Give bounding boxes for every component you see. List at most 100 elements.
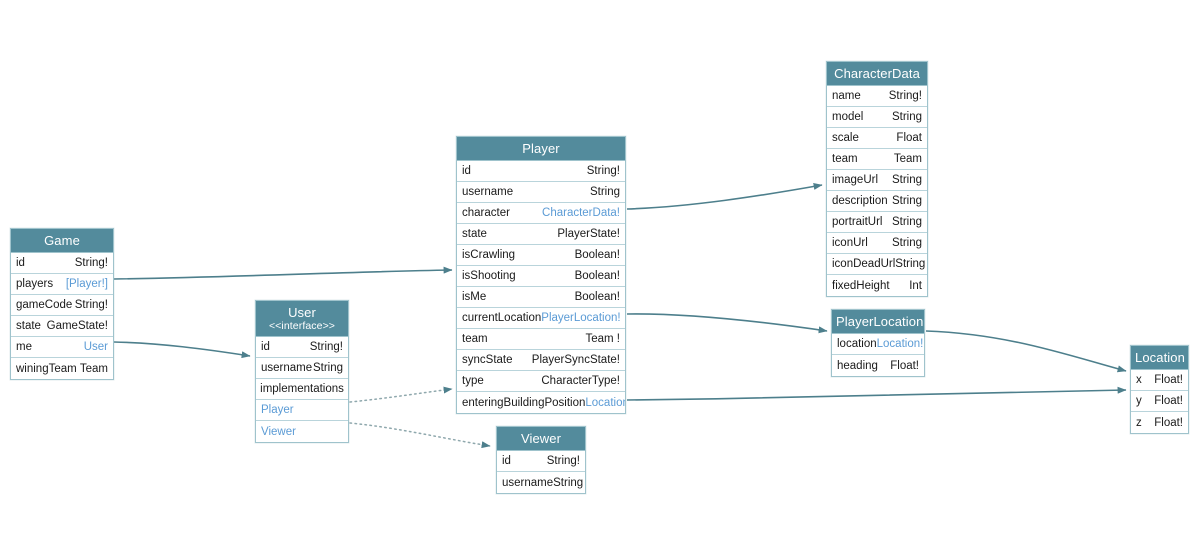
- field-type: String: [553, 476, 584, 489]
- edge-player-enteringbuildingposition-to-location: [626, 386, 1127, 401]
- field-type: Team !: [585, 333, 620, 345]
- table-row[interactable]: fixedHeight Int: [827, 275, 927, 296]
- field-type[interactable]: CharacterData!: [542, 207, 620, 219]
- table-row[interactable]: type CharacterType!: [457, 371, 625, 392]
- table-row[interactable]: name String!: [827, 86, 927, 107]
- table-row[interactable]: imageUrl String: [827, 170, 927, 191]
- field-type: Float!: [890, 359, 919, 372]
- table-row[interactable]: model String: [827, 107, 927, 128]
- table-row[interactable]: enteringBuildingPosition Location: [457, 392, 625, 413]
- entity-player-name: Player: [522, 141, 560, 156]
- field-type[interactable]: User: [83, 341, 108, 353]
- table-row[interactable]: heading Float!: [832, 355, 924, 376]
- table-row[interactable]: id String!: [457, 161, 625, 182]
- table-row[interactable]: currentLocation PlayerLocation!: [457, 308, 625, 329]
- field-type[interactable]: [Player!]: [65, 278, 108, 290]
- field-type: String!: [546, 455, 580, 467]
- field-type: String: [891, 195, 922, 207]
- implementations-label-text: implementations: [260, 383, 344, 395]
- table-row[interactable]: y Float!: [1131, 391, 1188, 412]
- table-row[interactable]: id String!: [497, 451, 585, 472]
- entity-viewer[interactable]: Viewer id String! username String: [496, 426, 586, 494]
- table-row[interactable]: portraitUrl String: [827, 212, 927, 233]
- entity-player[interactable]: Player id String! username String charac…: [456, 136, 626, 414]
- field-name: character: [462, 207, 510, 219]
- table-row[interactable]: username String: [256, 358, 348, 379]
- field-name: id: [502, 455, 511, 467]
- table-row[interactable]: team Team: [827, 149, 927, 170]
- table-row[interactable]: scale Float: [827, 128, 927, 149]
- field-type: String: [589, 186, 620, 198]
- table-row[interactable]: iconDeadUrl String: [827, 254, 927, 275]
- field-type[interactable]: PlayerLocation!: [541, 312, 621, 324]
- field-name: z: [1136, 416, 1142, 429]
- table-row[interactable]: username String: [497, 472, 585, 493]
- field-type: Float!: [1154, 395, 1183, 407]
- table-row[interactable]: state GameState!: [11, 316, 113, 337]
- field-type: String!: [309, 341, 343, 353]
- table-row[interactable]: description String: [827, 191, 927, 212]
- entity-playerlocation[interactable]: PlayerLocation location Location! headin…: [831, 309, 925, 377]
- field-name: me: [16, 341, 32, 353]
- table-row[interactable]: z Float!: [1131, 412, 1188, 433]
- table-row[interactable]: me User: [11, 337, 113, 358]
- table-row[interactable]: isCrawling Boolean!: [457, 245, 625, 266]
- field-name: isCrawling: [462, 249, 516, 261]
- field-name: location: [837, 338, 877, 350]
- field-name: username: [502, 476, 554, 489]
- field-name: name: [832, 90, 861, 102]
- implementation-name[interactable]: Player: [261, 404, 294, 416]
- table-row[interactable]: players [Player!]: [11, 274, 113, 295]
- field-type: Float: [896, 132, 922, 144]
- entity-player-title: Player: [457, 137, 625, 161]
- entity-location[interactable]: Location x Float! y Float! z Float!: [1130, 345, 1189, 434]
- edge-game-me-to-user: [113, 341, 251, 359]
- table-row[interactable]: syncState PlayerSyncState!: [457, 350, 625, 371]
- field-type: Team: [79, 362, 108, 375]
- field-name: team: [462, 333, 488, 345]
- entity-viewer-title: Viewer: [497, 427, 585, 451]
- entity-viewer-name: Viewer: [520, 431, 562, 446]
- field-name: fixedHeight: [832, 279, 890, 292]
- edge-player-character-to-characterdata: [626, 183, 823, 210]
- field-type[interactable]: Location: [585, 396, 625, 409]
- entity-user[interactable]: User <<interface>> id String! username S…: [255, 300, 349, 443]
- implementation-name[interactable]: Viewer: [261, 425, 296, 438]
- table-row[interactable]: location Location!: [832, 334, 924, 355]
- field-name: id: [462, 165, 471, 177]
- table-row[interactable]: id String!: [256, 337, 348, 358]
- table-row[interactable]: isMe Boolean!: [457, 287, 625, 308]
- field-type[interactable]: Location!: [876, 338, 924, 350]
- field-type: Float!: [1154, 374, 1183, 386]
- entity-characterdata[interactable]: CharacterData name String! model String …: [826, 61, 928, 297]
- implementation-item-viewer[interactable]: Viewer: [256, 421, 348, 442]
- table-row[interactable]: isShooting Boolean!: [457, 266, 625, 287]
- table-row[interactable]: winingTeam Team: [11, 358, 113, 379]
- entity-game[interactable]: Game id String! players [Player!] gameCo…: [10, 228, 114, 380]
- field-name: isShooting: [462, 270, 516, 282]
- table-row[interactable]: gameCode String!: [11, 295, 113, 316]
- table-row[interactable]: username String: [457, 182, 625, 203]
- field-name: username: [462, 186, 514, 198]
- entity-location-name: Location: [1135, 350, 1185, 365]
- field-name: iconDeadUrl: [832, 258, 896, 270]
- table-row[interactable]: team Team !: [457, 329, 625, 350]
- field-name: syncState: [462, 354, 513, 366]
- field-type: Boolean!: [574, 249, 620, 261]
- table-row[interactable]: id String!: [11, 253, 113, 274]
- table-row[interactable]: state PlayerState!: [457, 224, 625, 245]
- entity-characterdata-name: CharacterData: [834, 66, 920, 81]
- field-name: enteringBuildingPosition: [462, 396, 586, 409]
- implementation-item-player[interactable]: Player: [256, 400, 348, 421]
- table-row[interactable]: character CharacterData!: [457, 203, 625, 224]
- table-row[interactable]: iconUrl String: [827, 233, 927, 254]
- field-type: CharacterType!: [541, 375, 620, 387]
- edge-playerlocation-location-to-location: [925, 330, 1127, 373]
- entity-playerlocation-title: PlayerLocation: [832, 310, 924, 334]
- table-row[interactable]: x Float!: [1131, 370, 1188, 391]
- entity-game-name: Game: [44, 233, 80, 248]
- field-name: winingTeam: [16, 362, 77, 375]
- field-type: Boolean!: [574, 291, 620, 303]
- field-type: Boolean!: [574, 270, 620, 282]
